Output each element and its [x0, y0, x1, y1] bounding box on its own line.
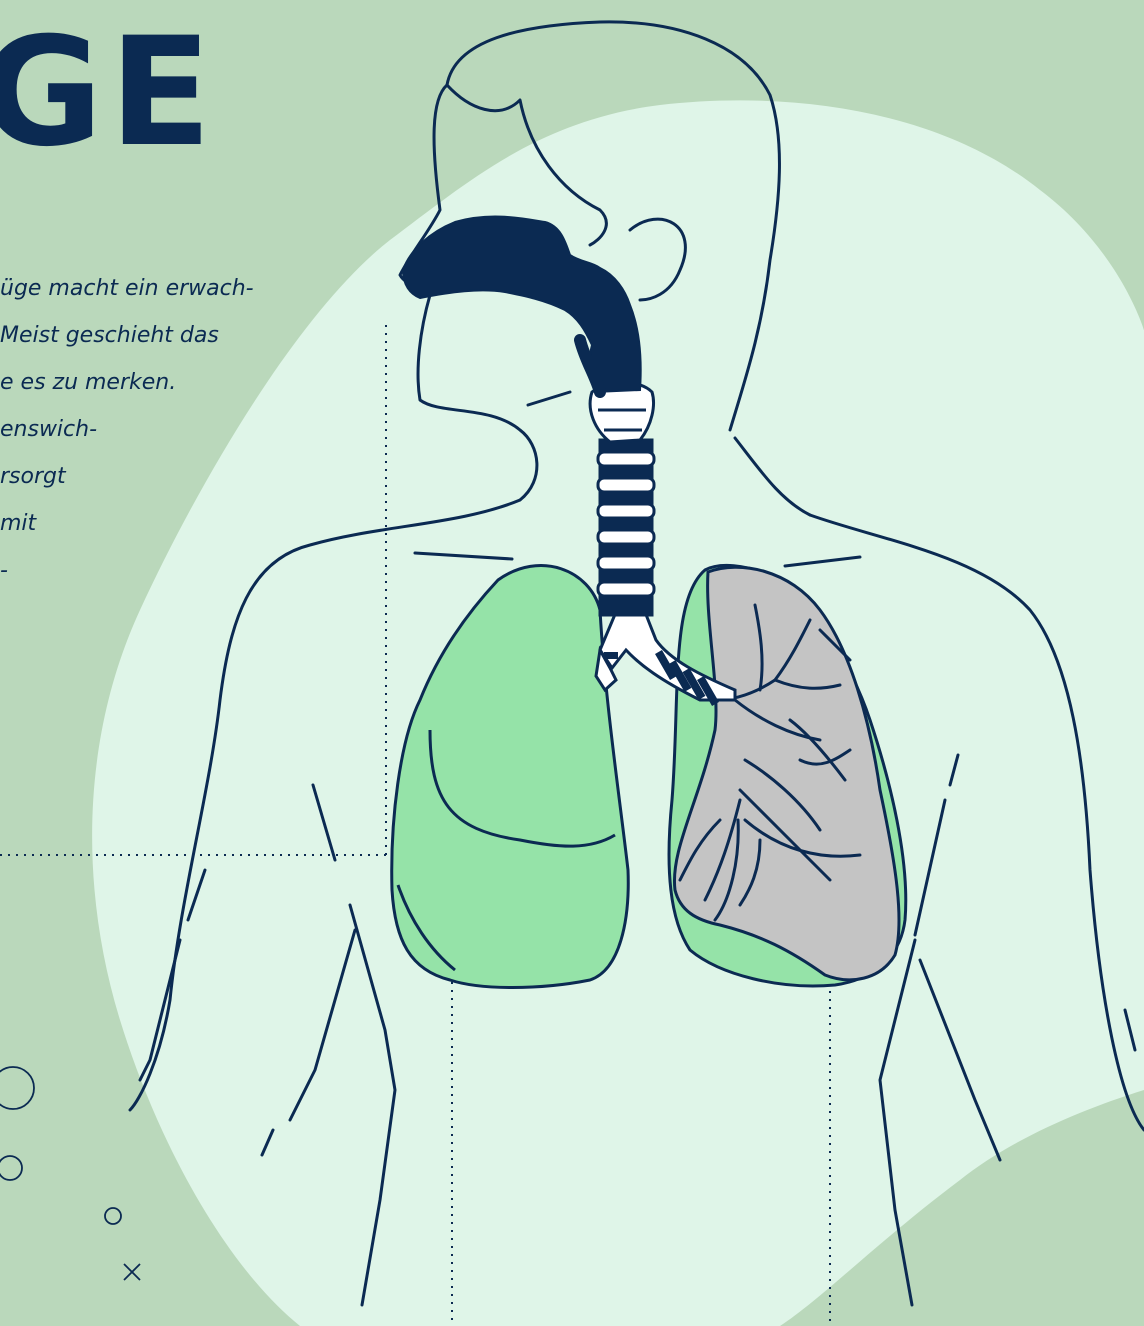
intro-line: mit — [0, 500, 340, 547]
intro-line: Meist geschieht das — [0, 312, 340, 359]
intro-line: rsorgt — [0, 453, 340, 500]
intro-line: enswich- — [0, 406, 340, 453]
circle-icon — [105, 1208, 121, 1224]
intro-line: e es zu merken. — [0, 359, 340, 406]
cross-icon — [124, 1264, 140, 1280]
intro-line: üge macht ein erwach- — [0, 265, 340, 312]
circle-icon — [0, 1067, 34, 1109]
intro-text: üge macht ein erwach- Meist geschieht da… — [0, 265, 340, 594]
page-title: GE — [0, 18, 218, 168]
intro-line: - — [0, 547, 340, 594]
circle-icon — [0, 1156, 22, 1180]
